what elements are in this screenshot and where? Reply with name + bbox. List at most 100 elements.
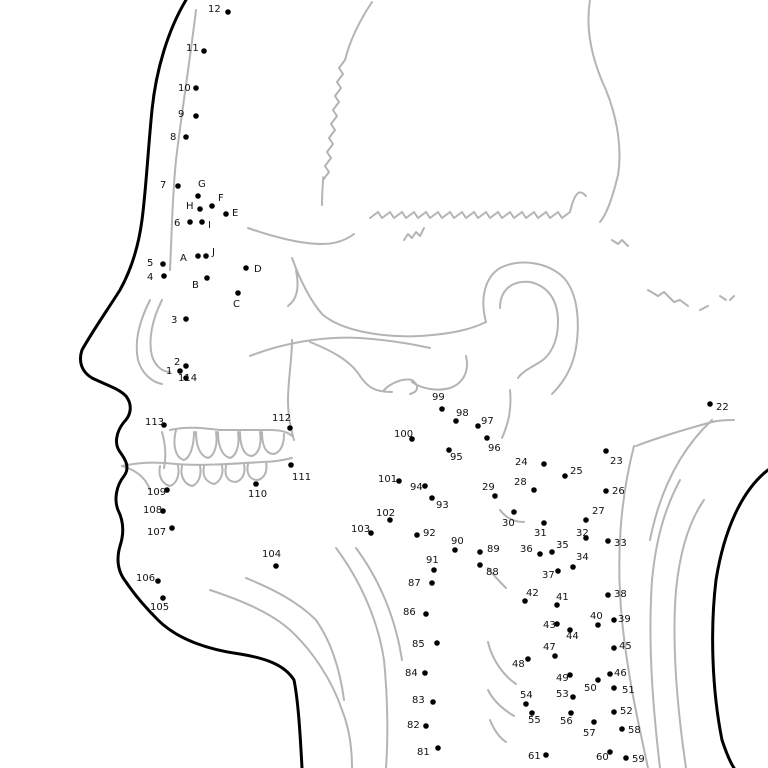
dot-103: 103: [351, 524, 374, 536]
guide-nose-base: [103, 383, 131, 405]
dot-number-label: D: [254, 264, 262, 275]
guide-ear-inner: [499, 280, 559, 379]
dot-number-label: 2: [174, 357, 180, 368]
dot-i: I: [199, 219, 211, 231]
dot-53: 53: [556, 689, 576, 700]
dot-number-label: 6: [174, 218, 180, 229]
dot-marker: [570, 694, 576, 700]
dot-number-label: 99: [432, 392, 445, 403]
dot-number-label: 51: [622, 685, 635, 696]
dot-97: 97: [475, 416, 494, 429]
dot-number-label: 105: [150, 602, 169, 613]
dot-number-label: 44: [566, 631, 579, 642]
dot-55: 55: [528, 710, 541, 726]
dot-52: 52: [611, 706, 633, 717]
dot-25: 25: [562, 466, 583, 479]
dot-33: 33: [605, 538, 627, 549]
dot-marker: [611, 709, 617, 715]
dot-number-label: 1: [166, 366, 172, 377]
dot-30: 30: [502, 509, 517, 529]
dot-number-label: 103: [351, 524, 370, 535]
dot-number-label: 58: [628, 725, 641, 736]
dot-number-label: 27: [592, 506, 605, 517]
dot-marker: [187, 219, 193, 225]
dot-107: 107: [147, 525, 175, 538]
dot-101: 101: [378, 474, 402, 485]
dot-marker: [583, 517, 589, 523]
dot-number-label: 101: [378, 474, 397, 485]
guide-sideburn: [403, 227, 425, 241]
dot-marker: [199, 219, 205, 225]
dot-marker: [605, 592, 611, 598]
dot-31: 31: [534, 520, 547, 539]
dot-marker: [197, 206, 203, 212]
dot-f: F: [209, 193, 224, 209]
dot-number-label: 39: [618, 614, 631, 625]
dot-number-label: 37: [542, 570, 555, 581]
dot-marker: [253, 481, 259, 487]
dot-number-label: 8: [170, 132, 176, 143]
dot-marker: [595, 622, 601, 628]
dot-number-label: 40: [590, 611, 603, 622]
dot-number-label: 109: [147, 487, 166, 498]
dot-marker: [439, 406, 445, 412]
guide-neck-back-4: [673, 499, 705, 768]
guide-muscle-2: [487, 509, 525, 589]
dot-marker: [169, 525, 175, 531]
dot-h: H: [186, 201, 203, 212]
dot-61: 61: [528, 751, 549, 762]
dot-50: 50: [584, 677, 601, 694]
guide-ear-lobe: [411, 355, 468, 391]
guide-temple: [287, 339, 295, 441]
dot-number-label: 100: [394, 429, 413, 440]
dot-number-label: 91: [426, 555, 439, 566]
dot-d: D: [243, 264, 262, 275]
guide-throat-line: [245, 577, 345, 701]
dot-number-label: 23: [610, 456, 623, 467]
dot-number-label: 33: [614, 538, 627, 549]
dot-22: 22: [707, 401, 729, 413]
dot-number-label: 59: [632, 754, 645, 765]
dot-49: 49: [556, 672, 573, 684]
dot-12: 12: [208, 4, 231, 15]
guide-upper-teeth: [161, 426, 293, 469]
dot-marker: [554, 621, 560, 627]
dot-marker: [414, 532, 420, 538]
dot-number-label: 50: [584, 683, 597, 694]
dot-110: 110: [248, 481, 267, 500]
dot-92: 92: [414, 528, 436, 539]
dot-number-label: J: [211, 247, 215, 258]
dot-number-label: 90: [451, 536, 464, 547]
guide-lower-teeth: [121, 457, 293, 487]
dot-number-label: F: [218, 193, 224, 204]
dot-marker: [583, 535, 589, 541]
dot-83: 83: [412, 695, 436, 706]
dot-number-label: 114: [178, 373, 197, 384]
dot-marker: [549, 549, 555, 555]
dot-number-label: 57: [583, 728, 596, 739]
dot-marker: [160, 595, 166, 601]
dot-marker: [203, 253, 209, 259]
dot-113: 113: [145, 417, 167, 428]
dot-37: 37: [542, 568, 561, 581]
dot-48: 48: [512, 656, 531, 670]
dot-40: 40: [590, 611, 603, 628]
dot-number-label: 61: [528, 751, 541, 762]
guide-muscle-1: [487, 641, 517, 743]
dot-marker: [288, 462, 294, 468]
dot-marker: [552, 653, 558, 659]
dot-marker: [243, 265, 249, 271]
dot-marker: [155, 578, 161, 584]
dot-marker: [175, 183, 181, 189]
dot-number-label: 98: [456, 408, 469, 419]
dot-marker: [422, 483, 428, 489]
dot-42: 42: [522, 588, 539, 604]
dot-number-label: 22: [716, 402, 729, 413]
dot-number-label: 43: [543, 620, 556, 631]
dot-marker: [273, 563, 279, 569]
dot-marker: [423, 611, 429, 617]
dot-marker: [409, 436, 415, 442]
dot-marker: [541, 461, 547, 467]
dot-99: 99: [432, 392, 445, 412]
